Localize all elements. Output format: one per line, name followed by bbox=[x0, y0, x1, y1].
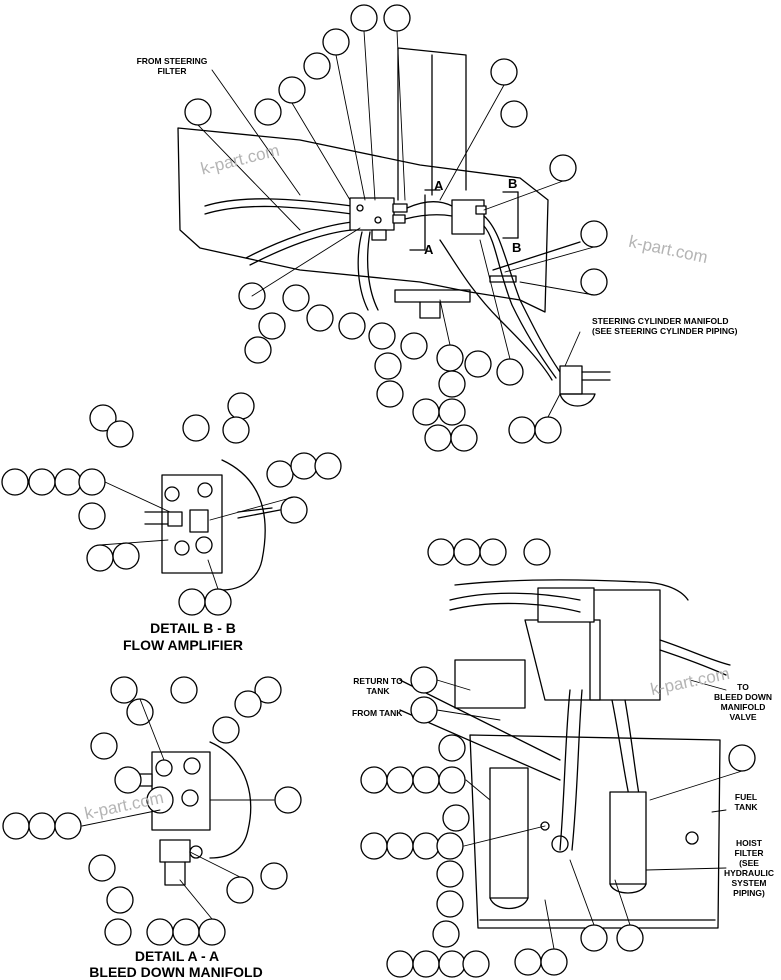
fitting bbox=[540, 821, 550, 831]
fuel-tank bbox=[469, 734, 721, 929]
hose-vertical bbox=[559, 689, 571, 851]
label-to-bleed-down-manifold-valve: TO BLEED DOWN MANIFOLD VALVE bbox=[713, 682, 773, 722]
hoist-filter bbox=[609, 791, 647, 885]
fitting bbox=[551, 835, 569, 853]
support-rod bbox=[492, 241, 581, 271]
section-marker-b-top: B bbox=[508, 176, 518, 191]
hose-top bbox=[454, 579, 641, 586]
hose-to-steering bbox=[483, 225, 557, 379]
bracket bbox=[394, 289, 471, 303]
top-view bbox=[177, 47, 611, 407]
manifold-cap bbox=[559, 393, 596, 407]
valve-stack bbox=[589, 589, 661, 701]
valve-body bbox=[159, 839, 191, 863]
tank-assembly bbox=[524, 619, 601, 701]
label-from-tank: FROM TANK bbox=[352, 708, 403, 718]
hose-vertical bbox=[571, 689, 583, 851]
label-from-steering-filter: FROM STEERING FILTER bbox=[136, 56, 208, 76]
right-view bbox=[399, 579, 731, 929]
fitting bbox=[371, 229, 387, 241]
fitting bbox=[167, 511, 183, 527]
mounting-plate bbox=[209, 741, 252, 859]
hose-down bbox=[366, 231, 379, 311]
tube bbox=[404, 214, 453, 220]
hose-top bbox=[449, 602, 581, 613]
hydraulic-tank bbox=[454, 659, 526, 709]
valve-block-1 bbox=[349, 197, 395, 231]
port bbox=[197, 482, 213, 498]
fitting bbox=[392, 214, 406, 224]
tube bbox=[406, 201, 453, 209]
section-marker-a-top: A bbox=[434, 178, 444, 193]
fitting bbox=[374, 216, 382, 224]
cab-pillar bbox=[397, 47, 467, 201]
label-fuel-tank: FUEL TANK bbox=[734, 792, 758, 812]
valve-stem bbox=[164, 861, 186, 886]
leader-lines bbox=[81, 30, 743, 950]
fitting bbox=[356, 204, 364, 212]
label-return-to-tank: RETURN TO TANK bbox=[353, 676, 403, 696]
hose-left-2 bbox=[204, 205, 353, 215]
label-steering-cylinder-manifold: STEERING CYLINDER MANIFOLD (SEE STEERING… bbox=[592, 316, 738, 336]
hose-left-3 bbox=[245, 221, 353, 259]
port bbox=[174, 540, 190, 556]
hose-left-4 bbox=[249, 229, 353, 266]
valve-block-2 bbox=[451, 199, 485, 235]
detail-a-a bbox=[129, 741, 252, 886]
port bbox=[164, 486, 180, 502]
tube-stub bbox=[144, 511, 169, 525]
filter-left-cap bbox=[489, 897, 529, 910]
detail-b-b bbox=[144, 459, 281, 591]
detail-a-subtitle: BLEED DOWN MANIFOLD bbox=[89, 964, 263, 980]
detail-b-title: DETAIL B - B bbox=[150, 620, 236, 636]
section-marker-a-bottom: A bbox=[424, 242, 434, 257]
valve-knob bbox=[189, 845, 203, 859]
port bbox=[183, 757, 201, 775]
hose-right bbox=[659, 639, 731, 666]
tank-port bbox=[685, 831, 699, 845]
hose-top bbox=[639, 581, 689, 601]
filter-left bbox=[489, 767, 529, 899]
mounting-plate bbox=[221, 459, 266, 591]
steering-cylinder-manifold bbox=[559, 365, 583, 395]
detail-b-subtitle: FLOW AMPLIFIER bbox=[122, 637, 244, 653]
upper-block bbox=[537, 587, 595, 623]
callout bbox=[237, 507, 281, 519]
hose-down bbox=[357, 231, 369, 311]
port bbox=[195, 536, 213, 554]
fitting bbox=[475, 205, 487, 215]
hose-top bbox=[449, 592, 581, 601]
fitting bbox=[189, 509, 209, 533]
section-marker-b-bottom: B bbox=[512, 240, 522, 255]
callout-balloons bbox=[1, 4, 756, 978]
hoist-filter-cap bbox=[609, 883, 647, 894]
label-hoist-filter: HOIST FILTER (SEE HYDRAULIC SYSTEM PIPIN… bbox=[723, 838, 775, 898]
hose-to-steering bbox=[483, 215, 561, 373]
detail-a-title: DETAIL A - A bbox=[134, 948, 220, 964]
fitting bbox=[392, 203, 408, 213]
tube bbox=[581, 371, 611, 381]
hose-right bbox=[659, 649, 727, 676]
port bbox=[181, 789, 199, 807]
bracket bbox=[419, 301, 441, 319]
hose-left-1 bbox=[204, 198, 353, 207]
